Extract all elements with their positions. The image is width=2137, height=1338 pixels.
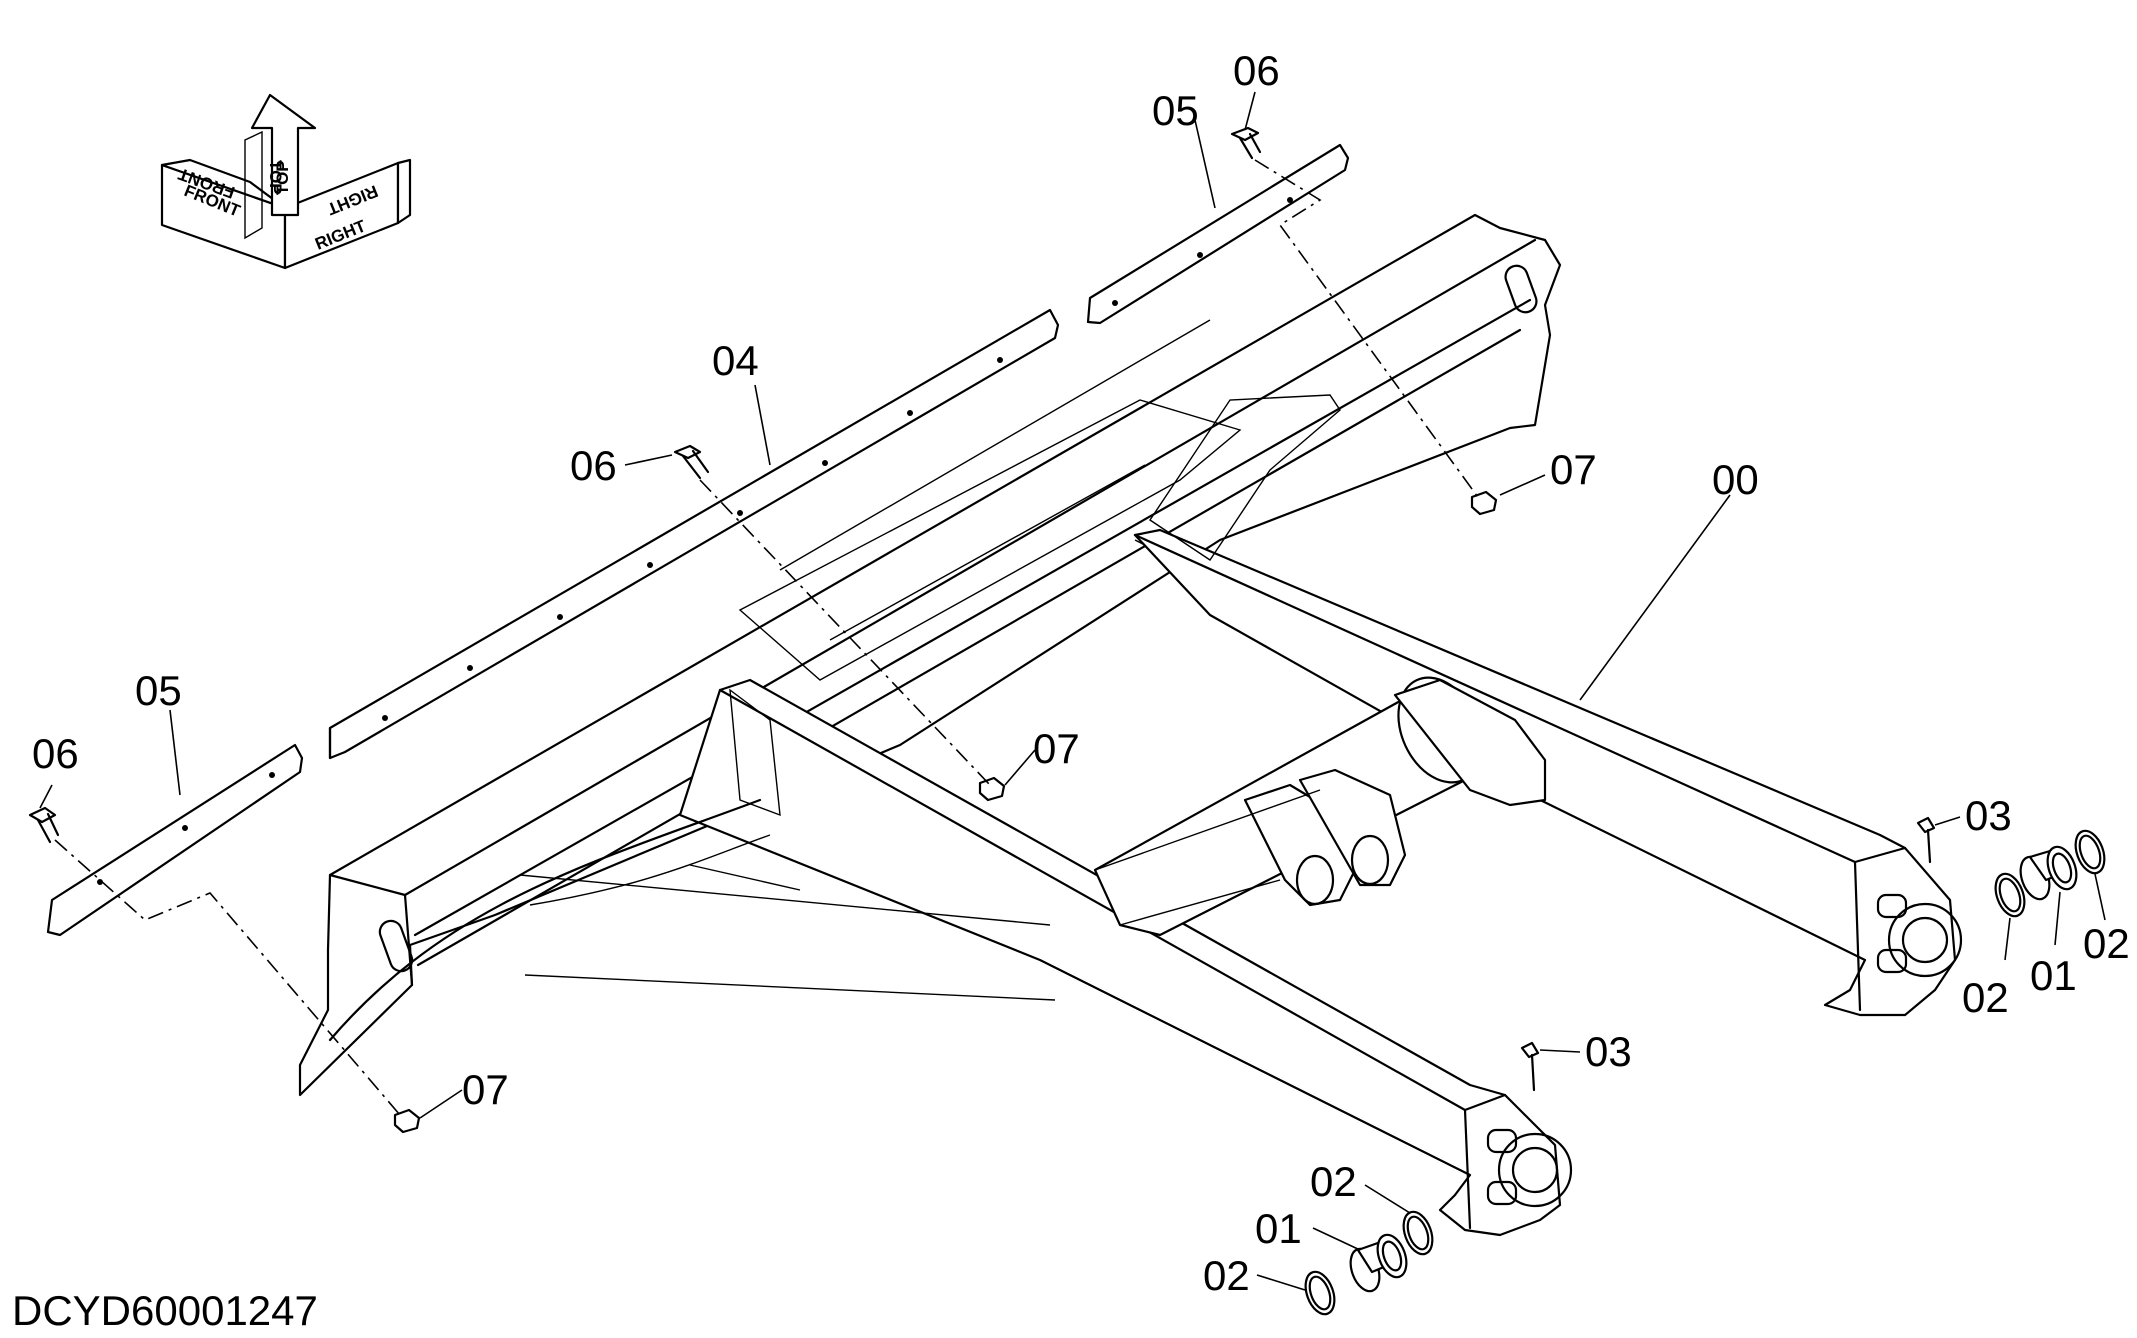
callout-02-left-inner: 02 — [1310, 1158, 1357, 1205]
plate-05-upper — [1086, 143, 1350, 325]
callout-07-middle: 07 — [1033, 725, 1080, 772]
callout-01-right: 01 — [2030, 952, 2077, 999]
orientation-top-label-2: TOP — [273, 160, 292, 195]
plate-04 — [328, 308, 1060, 760]
callout-01-left: 01 — [1255, 1205, 1302, 1252]
drawing-reference-code: DCYD60001247 — [12, 1287, 318, 1334]
callouts: 00 01 01 02 02 02 02 03 03 04 05 05 06 0… — [32, 47, 2130, 1299]
bolt-06-upper — [1230, 126, 1262, 160]
orientation-top-label: TOP — [266, 160, 285, 195]
callout-03-left: 03 — [1585, 1028, 1632, 1075]
bolt-06-middle — [673, 444, 710, 480]
callout-02-left-outer: 02 — [1203, 1252, 1250, 1299]
orientation-indicator: FRONT FRONT TOP TOP RIGHT RIGHT — [160, 93, 412, 270]
pin-03-right — [1916, 816, 1936, 864]
seal-02-left-inner — [1402, 1210, 1434, 1256]
nut-07-middle — [978, 776, 1006, 802]
callout-02-right-inner: 02 — [1962, 974, 2009, 1021]
assembly-lines — [54, 159, 1481, 1116]
callout-03-right: 03 — [1965, 792, 2012, 839]
leader-lines — [39, 91, 2106, 1291]
seal-02-right-outer — [2074, 829, 2106, 875]
callout-05-upper: 05 — [1152, 87, 1199, 134]
main-frame-drawing — [298, 213, 1963, 1237]
bushing-01-left — [1349, 1233, 1408, 1293]
seal-02-right-inner — [1994, 872, 2026, 918]
plate-05-lower — [46, 743, 304, 937]
callout-04: 04 — [712, 337, 759, 384]
callout-06-middle: 06 — [570, 442, 617, 489]
callout-07-lower: 07 — [462, 1066, 509, 1113]
bushing-01-right — [2019, 845, 2078, 901]
callout-00: 00 — [1712, 456, 1759, 503]
callout-07-upper: 07 — [1550, 446, 1597, 493]
callout-05-lower: 05 — [135, 667, 182, 714]
callout-06-lower: 06 — [32, 730, 79, 777]
nut-07-lower — [393, 1108, 421, 1134]
callout-06-upper: 06 — [1233, 47, 1280, 94]
bolt-06-lower — [28, 806, 60, 844]
pin-03-left — [1520, 1041, 1540, 1092]
seal-02-left-outer — [1304, 1270, 1336, 1316]
nut-07-upper — [1470, 490, 1498, 516]
callout-02-right-outer: 02 — [2083, 920, 2130, 967]
